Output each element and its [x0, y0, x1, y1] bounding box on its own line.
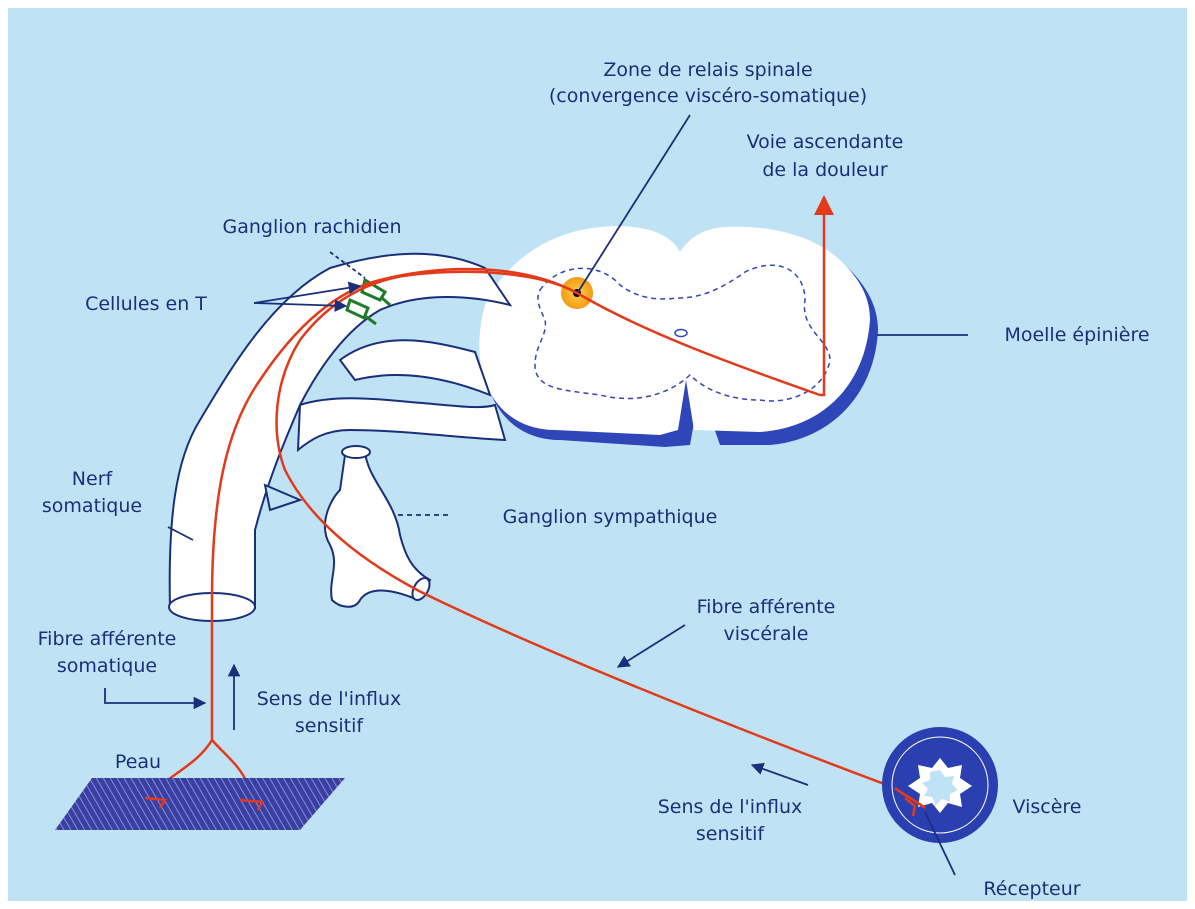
label-nerf-1: Nerf: [72, 468, 114, 490]
label-sens-left-1: Sens de l'influx: [257, 688, 402, 710]
label-sens-right-1: Sens de l'influx: [658, 796, 803, 818]
label-zone-relais-2: (convergence viscéro-somatique): [549, 85, 867, 107]
label-fibre-visc-2: viscérale: [724, 623, 809, 645]
label-cellules-t: Cellules en T: [85, 293, 207, 315]
label-recepteur: Récepteur: [983, 878, 1080, 900]
label-nerf-2: somatique: [42, 495, 142, 517]
label-ganglion-rachidien: Ganglion rachidien: [222, 216, 401, 238]
spinal-cord: [479, 226, 878, 447]
label-fibre-som-2: somatique: [57, 655, 157, 677]
viscera: [882, 727, 998, 843]
label-sens-left-2: sensitif: [295, 715, 365, 737]
label-ganglion-sympathique: Ganglion sympathique: [503, 506, 718, 528]
label-fibre-som-1: Fibre afférente: [38, 628, 177, 650]
label-moelle: Moelle épinière: [1004, 324, 1149, 346]
label-fibre-visc-1: Fibre afférente: [697, 596, 836, 618]
skin-patch: [55, 778, 345, 830]
label-peau: Peau: [115, 751, 161, 773]
label-viscere: Viscère: [1013, 796, 1082, 818]
label-zone-relais-1: Zone de relais spinale: [603, 59, 812, 81]
label-voie-2: de la douleur: [762, 159, 887, 181]
label-voie-1: Voie ascendante: [747, 131, 904, 153]
label-sens-right-2: sensitif: [696, 823, 766, 845]
